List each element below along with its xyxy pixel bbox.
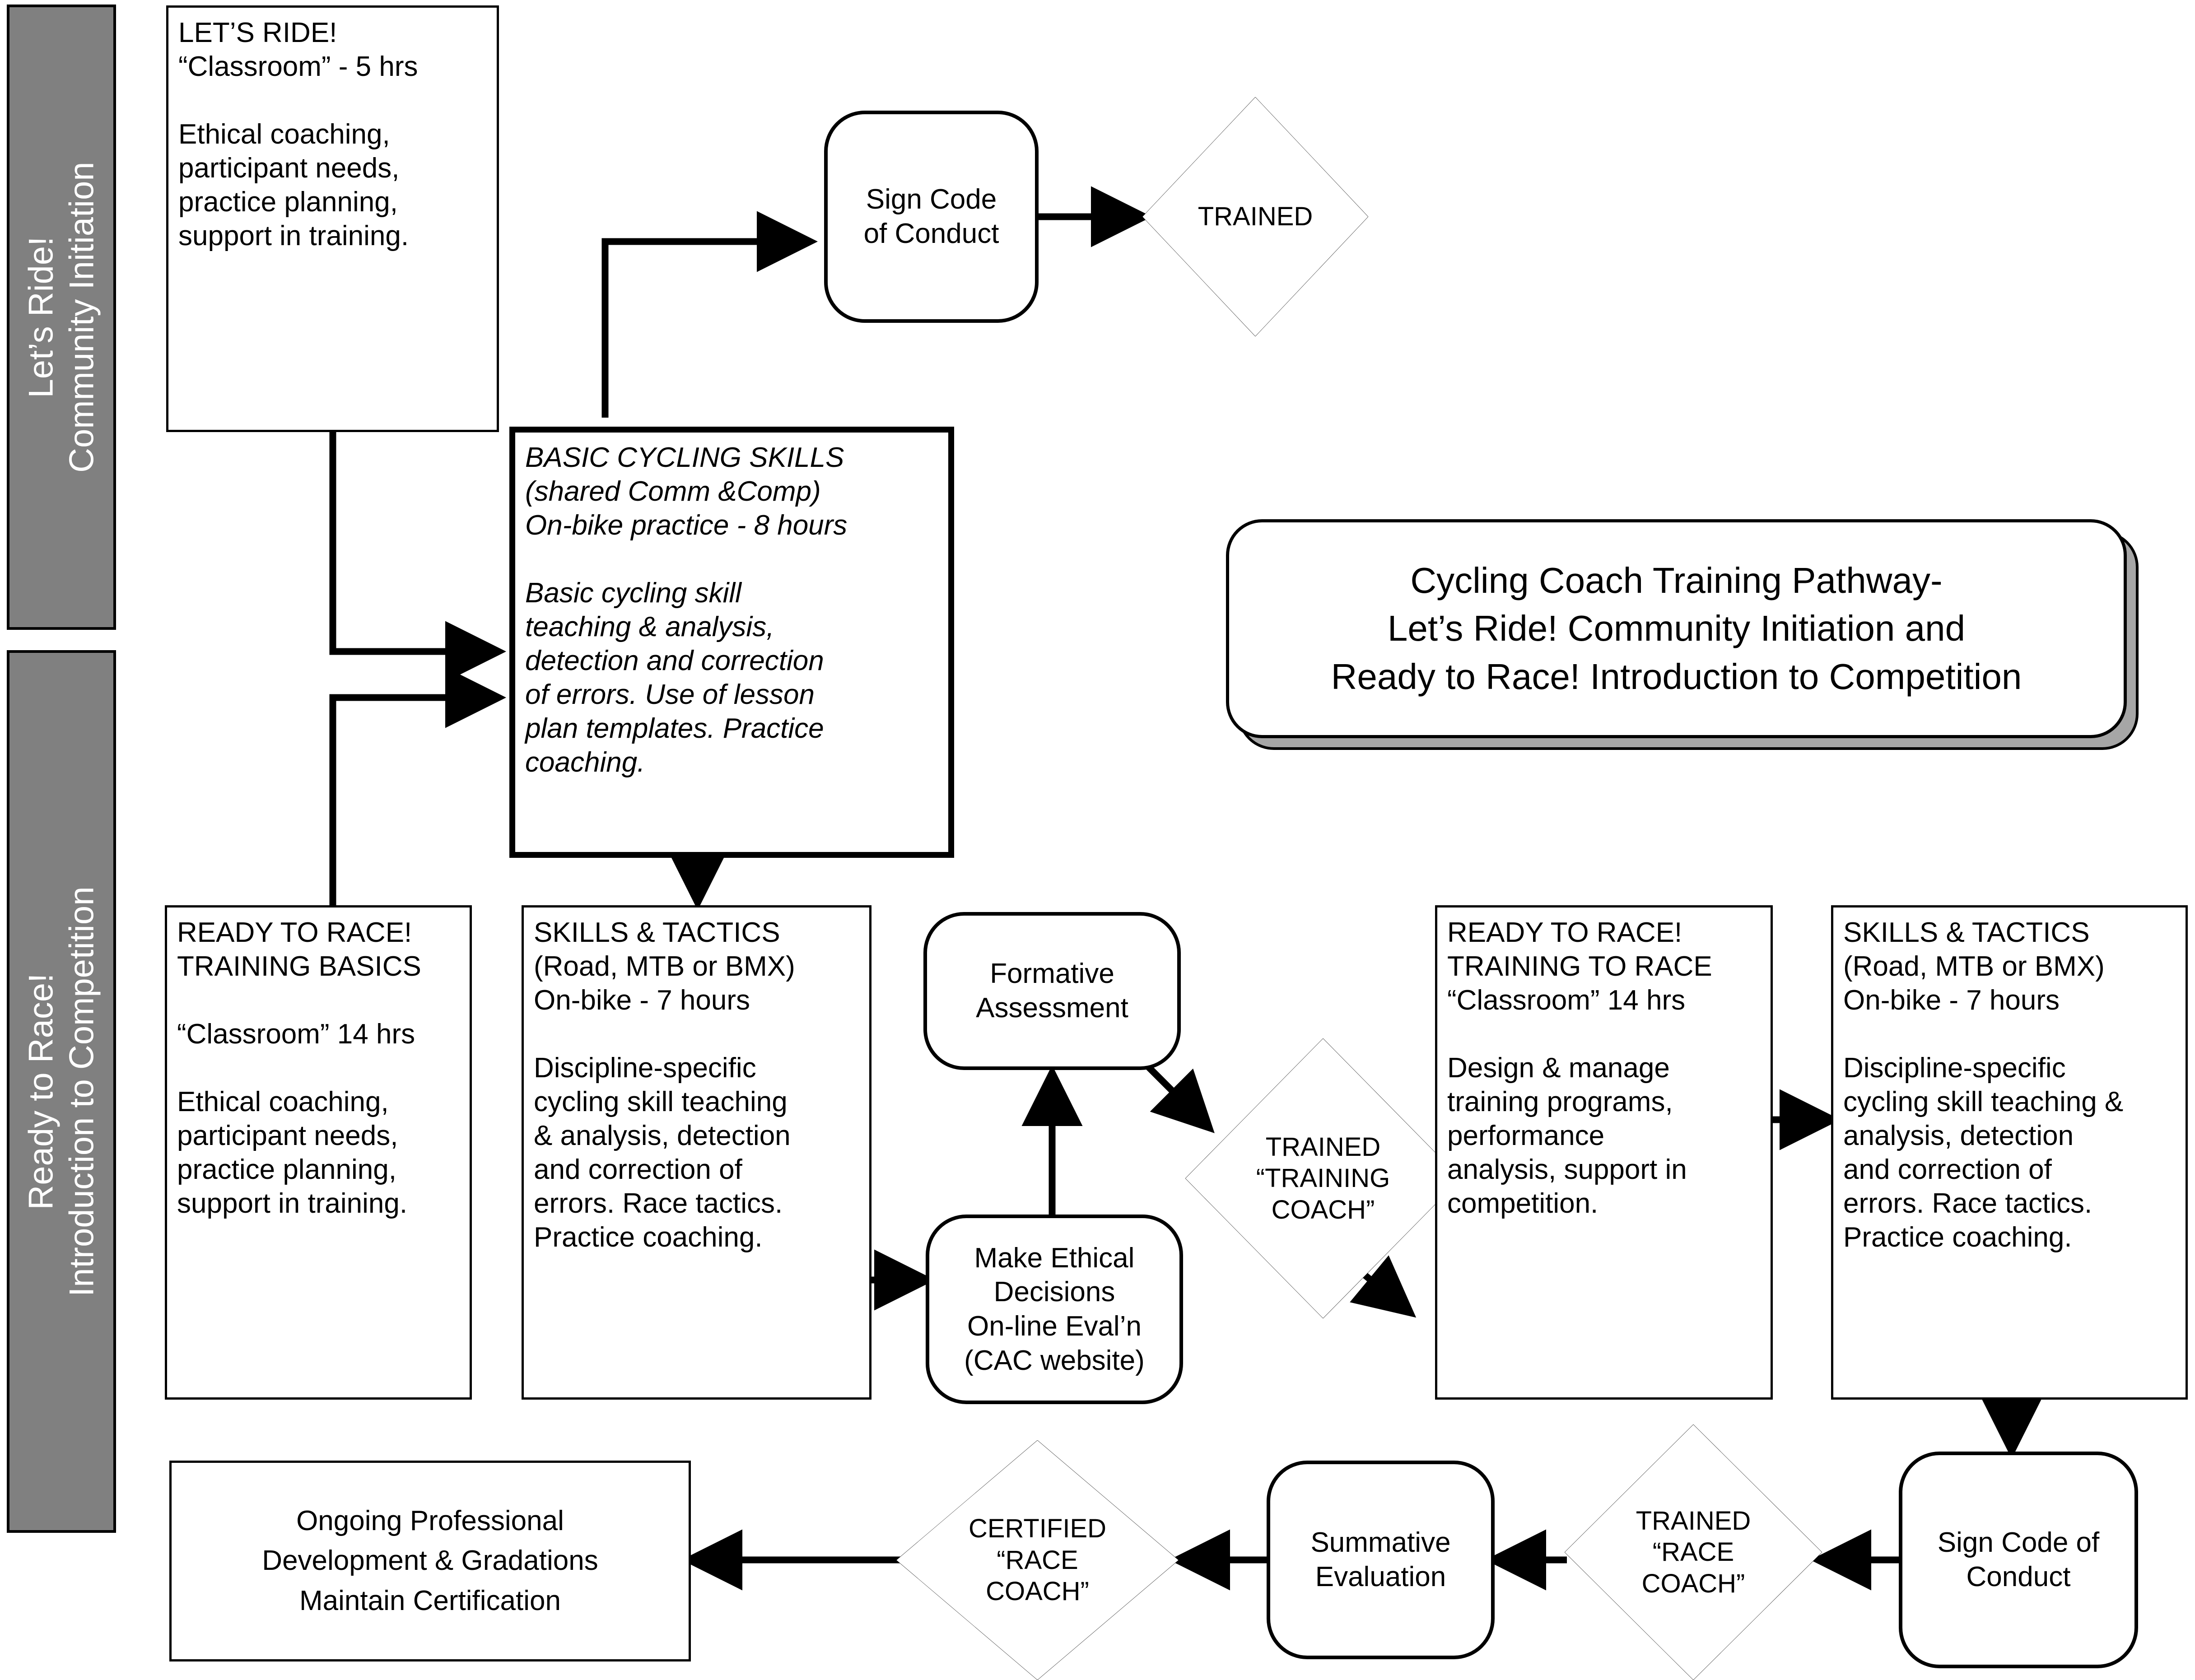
diamond-label: CERTIFIED “RACE COACH” xyxy=(968,1514,1107,1606)
node-make-ethical-decisions[interactable]: Make Ethical Decisions On-line Eval’n (C… xyxy=(926,1215,1183,1404)
diamond-shape xyxy=(1185,1038,1461,1318)
node-basic-cycling-skills[interactable]: BASIC CYCLING SKILLS (shared Comm &Comp)… xyxy=(509,427,954,858)
node-trained-diamond-top[interactable]: TRAINED xyxy=(1142,97,1368,336)
node-trained-race-coach-diamond[interactable]: TRAINED “RACE COACH” xyxy=(1565,1424,1822,1680)
diamond-label: TRAINED “RACE COACH” xyxy=(1636,1506,1751,1598)
band-lets-ride-community-initiation: Let’s Ride!Community Initiation xyxy=(7,5,116,630)
diamond-label: TRAINED “TRAINING COACH” xyxy=(1256,1132,1390,1224)
node-skills-tactics-right[interactable]: SKILLS & TACTICS (Road, MTB or BMX) On-b… xyxy=(1831,905,2188,1400)
node-ready-to-race-training-to-race[interactable]: READY TO RACE! TRAINING TO RACE “Classro… xyxy=(1435,905,1773,1400)
diamond-shape xyxy=(1565,1424,1822,1680)
node-skills-tactics-left[interactable]: SKILLS & TACTICS (Road, MTB or BMX) On-b… xyxy=(522,905,871,1400)
diamond-shape xyxy=(1142,97,1368,336)
node-sign-code-of-conduct-bottom[interactable]: Sign Code of Conduct xyxy=(1899,1452,2138,1668)
diagram-title: Cycling Coach Training Pathway- Let’s Ri… xyxy=(1226,519,2127,738)
diamond-label: TRAINED xyxy=(1198,202,1313,232)
node-lets-ride[interactable]: LET’S RIDE! “Classroom” - 5 hrs Ethical … xyxy=(166,5,499,432)
node-formative-assessment[interactable]: Formative Assessment xyxy=(923,912,1181,1070)
diamond-shape xyxy=(896,1440,1179,1680)
band-label: Let’s Ride!Community Initiation xyxy=(22,162,101,473)
node-ongoing-professional-development[interactable]: Ongoing Professional Development & Grada… xyxy=(169,1461,691,1661)
band-label: Ready to Race!Introduction to Competitio… xyxy=(22,886,101,1297)
node-sign-code-of-conduct-top[interactable]: Sign Code of Conduct xyxy=(824,111,1039,323)
node-certified-race-coach-diamond[interactable]: CERTIFIED “RACE COACH” xyxy=(896,1440,1179,1680)
title-callout: Cycling Coach Training Pathway- Let’s Ri… xyxy=(1226,519,2139,750)
node-ready-to-race-training-basics[interactable]: READY TO RACE! TRAINING BASICS “Classroo… xyxy=(165,905,472,1400)
node-trained-training-coach-diamond[interactable]: TRAINED “TRAINING COACH” xyxy=(1185,1038,1461,1318)
band-ready-to-race-introduction-to-competition: Ready to Race!Introduction to Competitio… xyxy=(7,650,116,1533)
node-summative-evaluation[interactable]: Summative Evaluation xyxy=(1267,1461,1495,1659)
